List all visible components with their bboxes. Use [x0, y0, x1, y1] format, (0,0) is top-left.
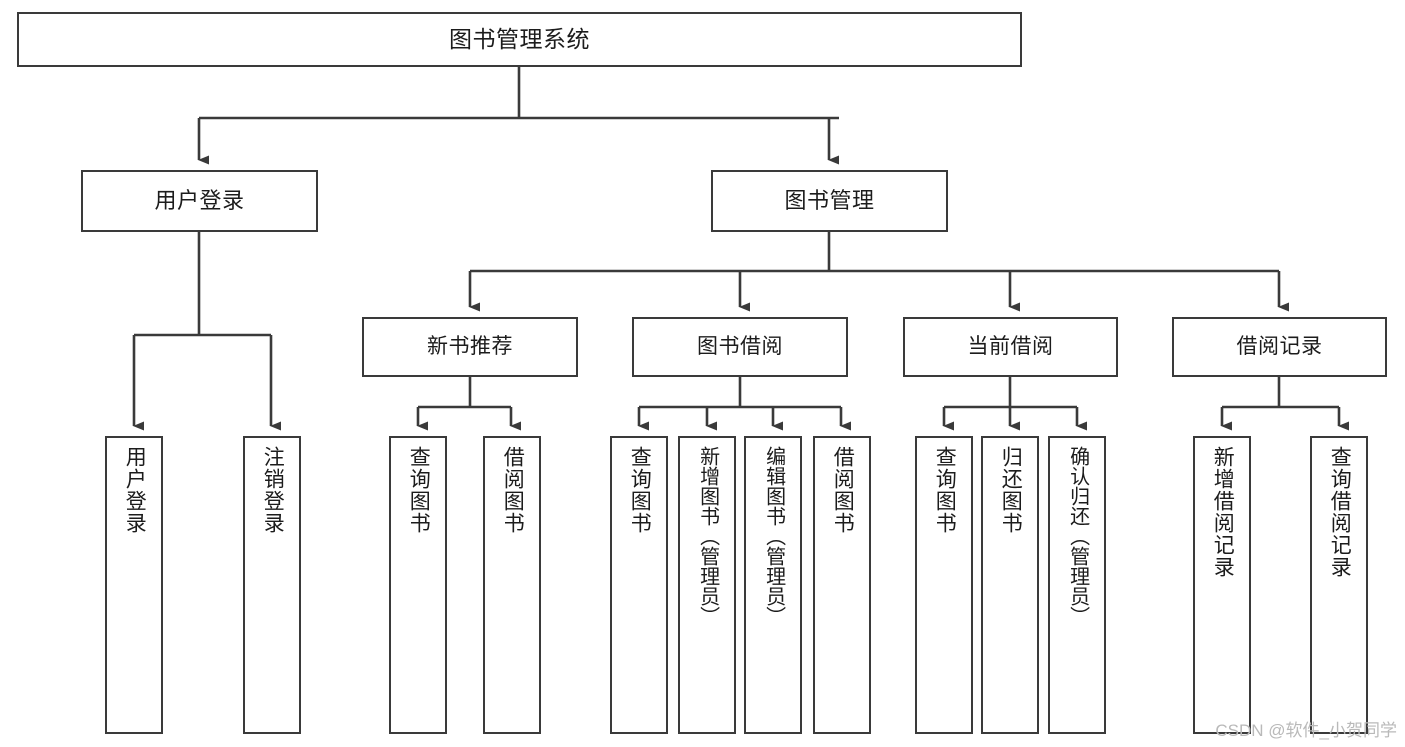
- leaf-new-book-query-book[interactable]: 查询图书: [389, 436, 447, 734]
- node-label: 新增图书（管理员）: [696, 446, 719, 626]
- node-label: 查询图书: [628, 446, 652, 534]
- node-borrow-record[interactable]: 借阅记录: [1172, 317, 1387, 377]
- node-label: 当前借阅: [967, 334, 1054, 358]
- node-label: 确认归还（管理员）: [1066, 446, 1089, 626]
- node-label: 查询图书: [933, 446, 957, 534]
- node-label: 归还图书: [999, 446, 1023, 534]
- node-label: 注销登录: [261, 446, 285, 534]
- node-label: 查询图书: [407, 446, 431, 534]
- node-label: 编辑图书（管理员）: [762, 446, 785, 626]
- leaf-book-borrow-borrow-book[interactable]: 借阅图书: [813, 436, 871, 734]
- leaf-book-borrow-add-book-admin[interactable]: 新增图书（管理员）: [678, 436, 736, 734]
- node-label: 图书管理系统: [449, 25, 590, 52]
- node-user-login[interactable]: 用户登录: [81, 170, 318, 232]
- leaf-current-borrow-return-book[interactable]: 归还图书: [981, 436, 1039, 734]
- leaf-book-borrow-query-book[interactable]: 查询图书: [610, 436, 668, 734]
- node-label: 用户登录: [123, 446, 147, 534]
- node-label: 借阅图书: [501, 446, 525, 534]
- node-new-book-recommend[interactable]: 新书推荐: [362, 317, 578, 377]
- node-label: 图书借阅: [697, 334, 783, 358]
- leaf-borrow-record-add-record[interactable]: 新增借阅记录: [1193, 436, 1251, 734]
- node-label: 图书管理: [784, 188, 875, 214]
- node-library-management-system[interactable]: 图书管理系统: [17, 12, 1022, 67]
- node-label: 新增借阅记录: [1211, 446, 1235, 578]
- node-label: 借阅记录: [1236, 334, 1323, 358]
- node-book-management[interactable]: 图书管理: [711, 170, 948, 232]
- leaf-borrow-record-query-record[interactable]: 查询借阅记录: [1310, 436, 1368, 734]
- node-label: 查询借阅记录: [1328, 446, 1352, 578]
- node-current-borrow[interactable]: 当前借阅: [903, 317, 1118, 377]
- node-label: 用户登录: [154, 188, 245, 214]
- node-label: 新书推荐: [427, 334, 513, 358]
- leaf-user-login-signin[interactable]: 用户登录: [105, 436, 163, 734]
- leaf-current-borrow-confirm-return-admin[interactable]: 确认归还（管理员）: [1048, 436, 1106, 734]
- node-label: 借阅图书: [831, 446, 855, 534]
- leaf-book-borrow-edit-book-admin[interactable]: 编辑图书（管理员）: [744, 436, 802, 734]
- leaf-current-borrow-query-book[interactable]: 查询图书: [915, 436, 973, 734]
- leaf-new-book-borrow-book[interactable]: 借阅图书: [483, 436, 541, 734]
- node-book-borrow[interactable]: 图书借阅: [632, 317, 848, 377]
- leaf-user-login-logout[interactable]: 注销登录: [243, 436, 301, 734]
